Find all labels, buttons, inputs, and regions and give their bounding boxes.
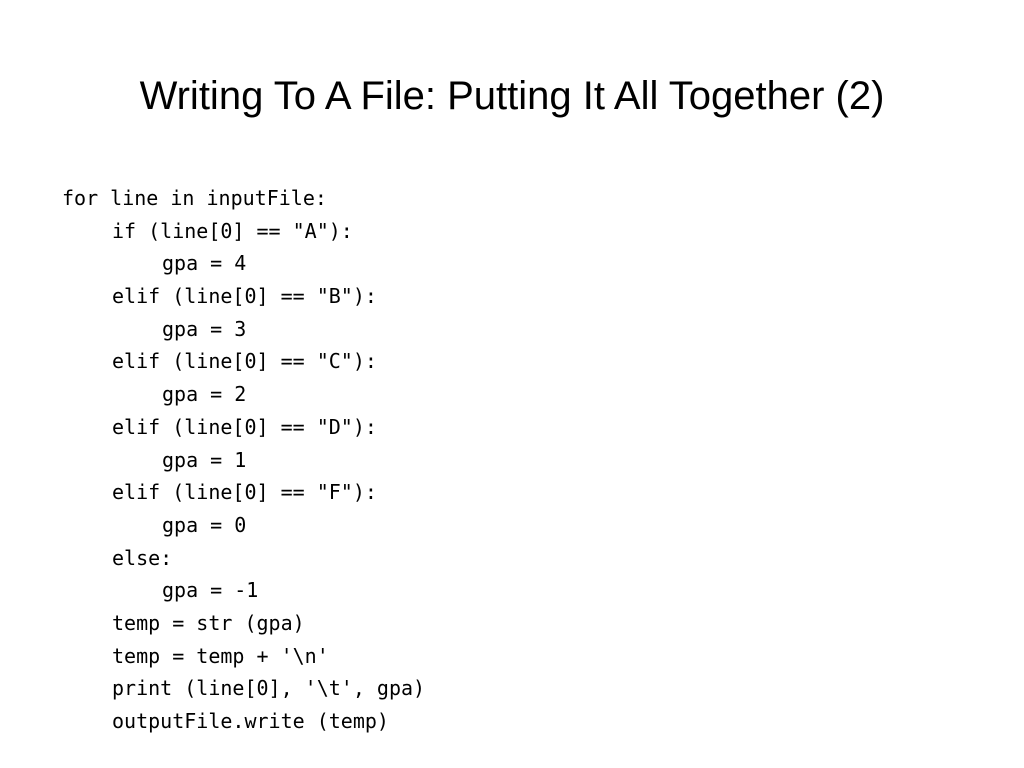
code-line: gpa = 2 (162, 382, 247, 407)
code-line: gpa = 0 (162, 512, 247, 537)
code-line: outputFile.write (temp) (112, 709, 389, 733)
code-line: temp = str (gpa) (112, 610, 305, 635)
code-line: gpa = 1 (162, 447, 247, 472)
code-line: else: (112, 545, 173, 570)
code-line: gpa = -1 (162, 578, 259, 603)
code-line: temp = temp + '\n' (112, 643, 329, 668)
code-line: for line in inputFile: (62, 186, 327, 210)
code-line: gpa = 4 (162, 251, 247, 276)
code-line: gpa = 3 (162, 316, 247, 341)
code-line: print (line[0], '\t', gpa) (112, 676, 426, 701)
code-line: if (line[0] == "A"): (112, 218, 353, 243)
code-line: elif (line[0] == "F"): (112, 480, 377, 505)
code-line: elif (line[0] == "B"): (112, 284, 377, 309)
code-line: elif (line[0] == "C"): (112, 349, 377, 374)
slide-title: Writing To A File: Putting It All Togeth… (139, 74, 885, 118)
code-line: elif (line[0] == "D"): (112, 414, 377, 439)
code-block: for line in inputFile: if (line[0] == "A"… (62, 182, 425, 738)
